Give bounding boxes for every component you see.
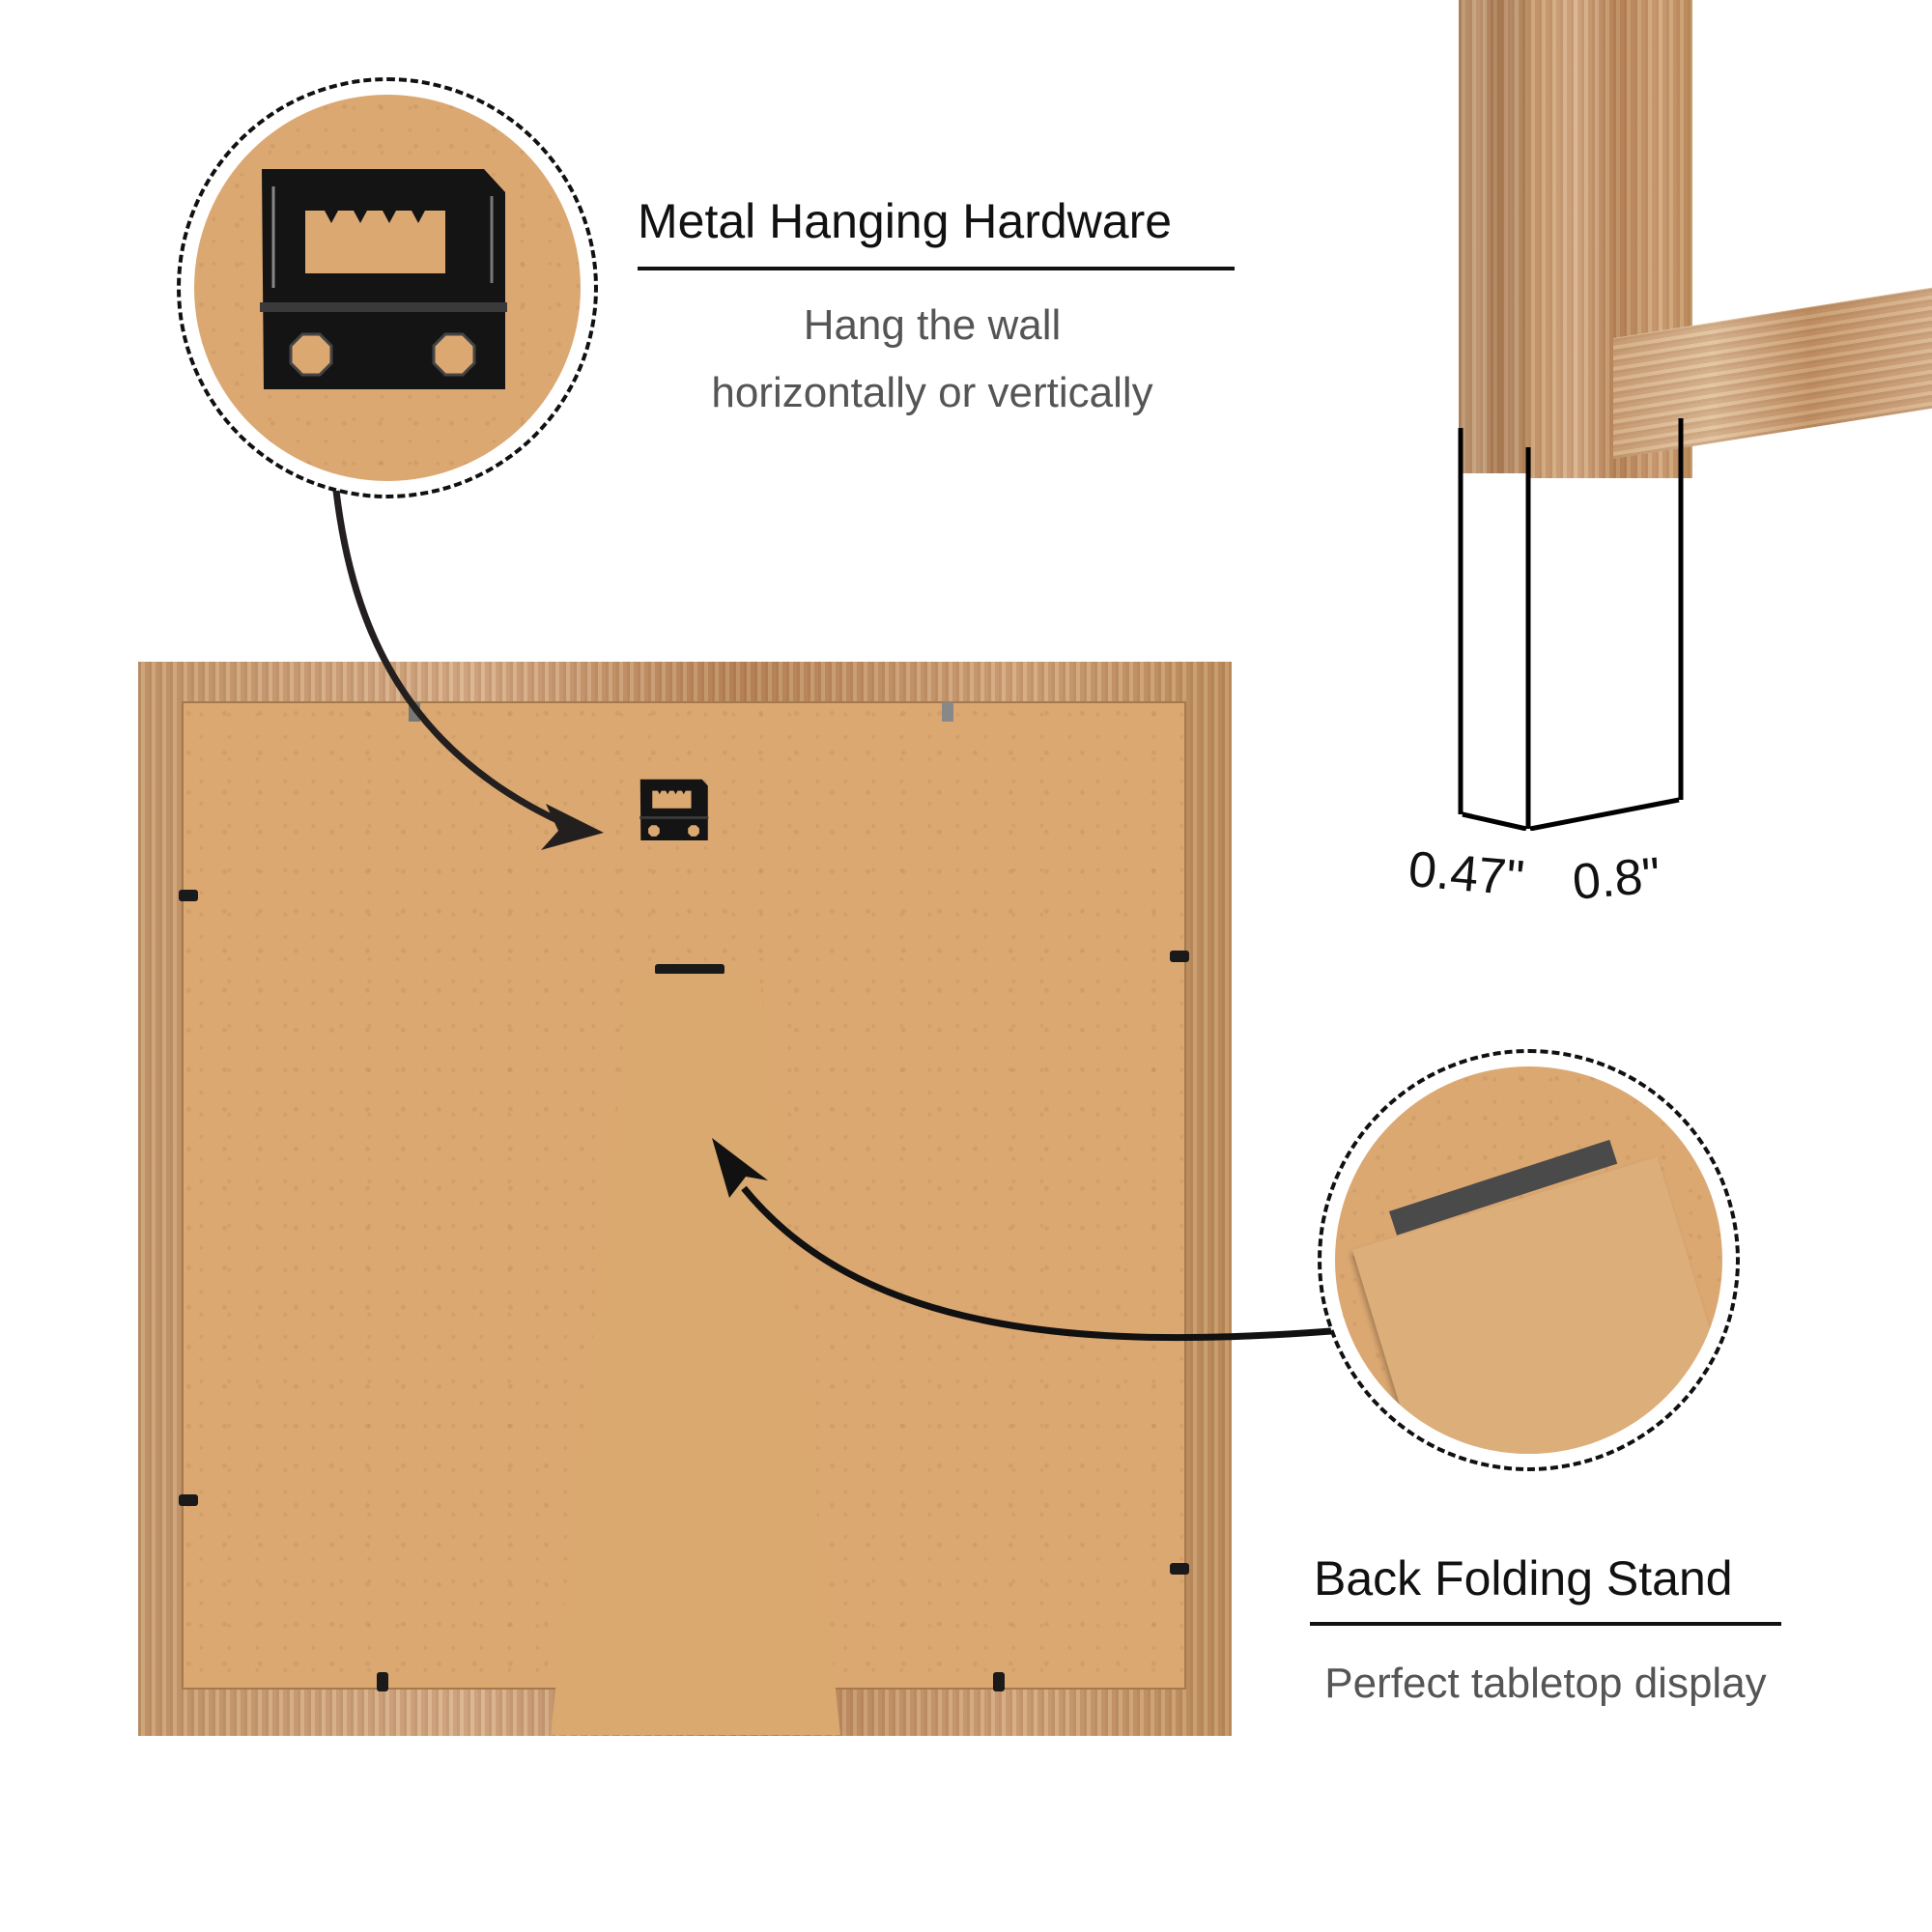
hardware-title: Metal Hanging Hardware <box>638 194 1173 248</box>
flex-tab <box>179 1494 198 1506</box>
flex-tab <box>179 890 198 901</box>
sawtooth-hanger-icon <box>639 779 709 841</box>
flex-tab <box>1170 1563 1189 1575</box>
hardware-description-line2: horizontally or vertically <box>711 369 1153 416</box>
flex-tab <box>942 702 953 722</box>
stand-closeup-panel <box>1352 1156 1722 1454</box>
stand-closeup-circle <box>1318 1049 1740 1471</box>
flex-tab <box>409 702 420 722</box>
hardware-closeup-backing <box>194 95 581 481</box>
hardware-closeup-circle <box>177 77 598 498</box>
stand-description: Perfect tabletop display <box>1324 1660 1767 1707</box>
hardware-description-line1: Hang the wall <box>803 301 1062 349</box>
stand-title-underline <box>1310 1622 1781 1626</box>
sawtooth-hanger-icon <box>260 169 507 389</box>
flex-tab <box>1170 951 1189 962</box>
stand-title: Back Folding Stand <box>1314 1551 1733 1605</box>
flex-tab <box>993 1672 1005 1691</box>
depth-dimension-label: 0.47" <box>1406 840 1526 908</box>
flex-tab <box>377 1672 388 1691</box>
width-dimension-label: 0.8" <box>1570 847 1663 911</box>
frame-side-edge <box>1459 0 1528 473</box>
picture-frame-back <box>138 662 1232 1736</box>
stand-closeup-backing <box>1335 1066 1722 1454</box>
frame-corner-profile <box>1449 0 1932 831</box>
stand-hinge <box>655 964 724 975</box>
hardware-title-underline <box>638 267 1235 270</box>
dimension-lines <box>1458 418 1684 831</box>
